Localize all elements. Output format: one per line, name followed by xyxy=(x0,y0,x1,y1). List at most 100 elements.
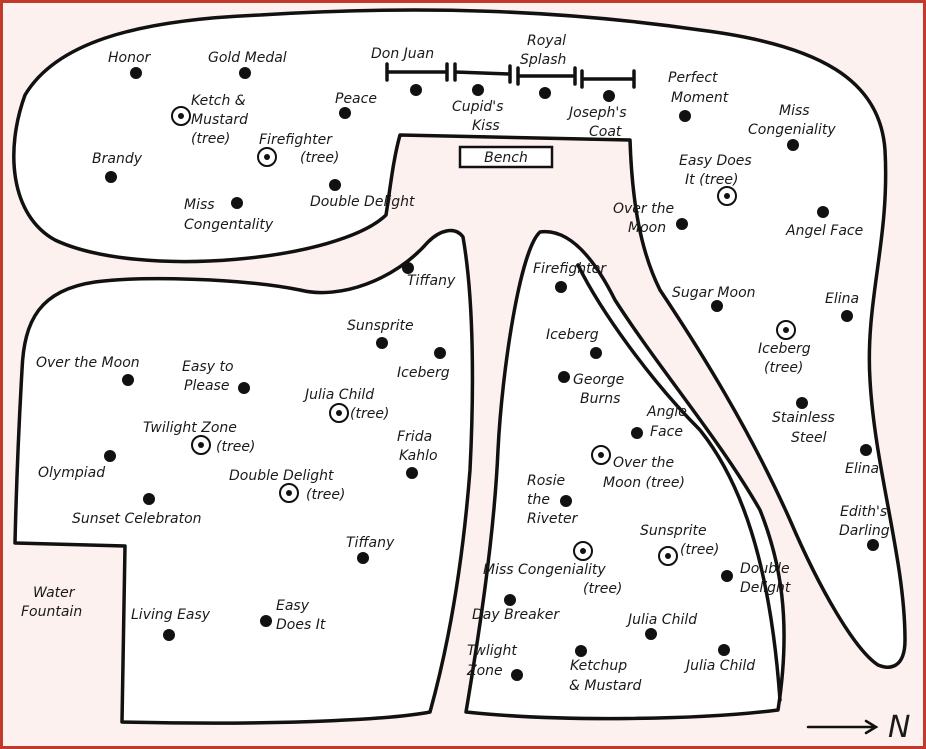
label-sunsprite-tree2: (tree) xyxy=(680,542,719,558)
don-juan-marker xyxy=(410,84,422,96)
iceberg-c-marker xyxy=(590,347,602,359)
label-easy-please1: Easy to xyxy=(182,359,234,375)
double-delight-s-marker xyxy=(721,570,733,582)
cupids-kiss-marker xyxy=(472,84,484,96)
label-sunsprite-w: Sunsprite xyxy=(347,318,414,334)
ketch-mustard-tree-marker xyxy=(171,106,191,126)
plant-labels: Honor Gold Medal Don Juan Royal Splash P… xyxy=(21,33,890,694)
label-iceberg-tree2: (tree) xyxy=(764,360,803,376)
label-elina-bottom: Elina xyxy=(845,461,879,477)
label-moment: Moment xyxy=(671,90,729,106)
label-miss-congentality1: Miss xyxy=(184,197,215,213)
bench xyxy=(458,145,554,169)
label-twilight1: Twlight xyxy=(467,643,517,659)
north-arrow: N xyxy=(806,710,910,745)
label-sunset: Sunset Celebraton xyxy=(72,511,202,527)
elina-bottom-marker xyxy=(860,444,872,456)
double-delight-tree-marker xyxy=(279,483,299,503)
easy-does-it-tree-marker xyxy=(717,186,737,206)
twilight-zone-tree-marker xyxy=(191,435,211,455)
peace-marker xyxy=(339,107,351,119)
label-cupids1: Cupid's xyxy=(452,99,503,115)
label-splash: Splash xyxy=(520,52,566,68)
label-firefighter-c: Firefighter xyxy=(533,261,607,277)
label-water2: Fountain xyxy=(21,604,82,620)
perfect-moment-marker xyxy=(679,110,691,122)
label-josephs1: Joseph's xyxy=(566,105,627,121)
arrow-icon xyxy=(806,719,879,735)
honor-marker xyxy=(130,67,142,79)
label-twilight-tree1: Twilight Zone xyxy=(143,420,237,436)
brandy-marker xyxy=(105,171,117,183)
label-easy-does-it2: Does It xyxy=(276,617,326,633)
angel-face-marker xyxy=(817,206,829,218)
label-tiffany-top: Tiffany xyxy=(407,273,456,289)
sugar-moon-marker xyxy=(711,300,723,312)
easy-to-please-marker xyxy=(238,382,250,394)
label-gold-medal: Gold Medal xyxy=(208,50,287,66)
label-peace: Peace xyxy=(335,91,377,107)
over-moon-tree-marker xyxy=(591,445,611,465)
sunset-celebration-marker xyxy=(143,493,155,505)
label-george2: Burns xyxy=(580,391,620,407)
olympiad-marker xyxy=(104,450,116,462)
angle-face-marker xyxy=(631,427,643,439)
label-julia-child-c: Julia Child xyxy=(625,612,697,628)
label-iceberg-tree1: Iceberg xyxy=(758,341,811,357)
miss-congeniality-tree-marker xyxy=(573,541,593,561)
label-frida1: Frida xyxy=(397,429,432,445)
label-ediths2: Darling xyxy=(839,523,890,539)
label-miss-cong-ne2: Congeniality xyxy=(748,122,836,138)
royal-splash-marker xyxy=(539,87,551,99)
label-olympiad: Olympiad xyxy=(38,465,105,481)
double-delight-n-marker xyxy=(329,179,341,191)
label-cupids2: Kiss xyxy=(472,118,500,134)
north-label: N xyxy=(888,710,910,745)
label-easy-does-it-tree2: It (tree) xyxy=(685,172,738,188)
stainless-steel-marker xyxy=(796,397,808,409)
label-living-easy: Living Easy xyxy=(131,607,211,623)
label-honor: Honor xyxy=(108,50,152,66)
label-stainless2: Steel xyxy=(791,430,827,446)
iceberg-tree-marker xyxy=(776,320,796,340)
over-moon-ne-marker xyxy=(676,218,688,230)
label-ketch3: (tree) xyxy=(191,131,230,147)
elina-top-marker xyxy=(841,310,853,322)
label-tiffany-bottom: Tiffany xyxy=(346,535,395,551)
tiffany-bottom-marker xyxy=(357,552,369,564)
label-julia-tree2: (tree) xyxy=(350,406,389,422)
label-miss-cong-s2: (tree) xyxy=(583,581,622,597)
label-frida2: Kahlo xyxy=(399,448,438,464)
west-bed xyxy=(13,228,475,725)
label-ketch1: Ketch & xyxy=(191,93,246,109)
josephs-coat-marker xyxy=(603,90,615,102)
label-rosie3: Riveter xyxy=(527,511,579,527)
label-over-moon-ne2: Moon xyxy=(628,220,666,236)
julia-child-tree-marker xyxy=(329,403,349,423)
sunsprite-tree-marker xyxy=(658,546,678,566)
label-over-moon-w: Over the Moon xyxy=(36,355,140,371)
fence xyxy=(385,62,636,89)
label-sugar-moon: Sugar Moon xyxy=(672,285,756,301)
label-firefighter-tree1: Firefighter xyxy=(259,132,333,148)
tree-markers xyxy=(171,106,796,566)
twilight-zone-marker xyxy=(511,669,523,681)
label-angle2: Face xyxy=(650,424,683,440)
label-perfect: Perfect xyxy=(668,70,718,86)
label-josephs2: Coat xyxy=(589,124,622,140)
north-bed xyxy=(12,8,907,669)
label-julia-tree1: Julia Child xyxy=(302,387,374,403)
rosie-riveter-marker xyxy=(560,495,572,507)
miss-congentality-marker xyxy=(231,197,243,209)
george-burns-marker xyxy=(558,371,570,383)
label-ketchup1: Ketchup xyxy=(570,658,627,674)
label-miss-congentality2: Congentality xyxy=(184,217,274,233)
south-path-line xyxy=(576,263,782,702)
label-royal: Royal xyxy=(527,33,566,49)
day-breaker-marker xyxy=(504,594,516,606)
label-twilight-tree2: (tree) xyxy=(216,439,255,455)
label-firefighter-tree2: (tree) xyxy=(300,150,339,166)
label-ketch2: Mustard xyxy=(191,112,248,128)
label-day-breaker: Day Breaker xyxy=(472,607,560,623)
label-over-moon-tree1: Over the xyxy=(613,455,674,471)
